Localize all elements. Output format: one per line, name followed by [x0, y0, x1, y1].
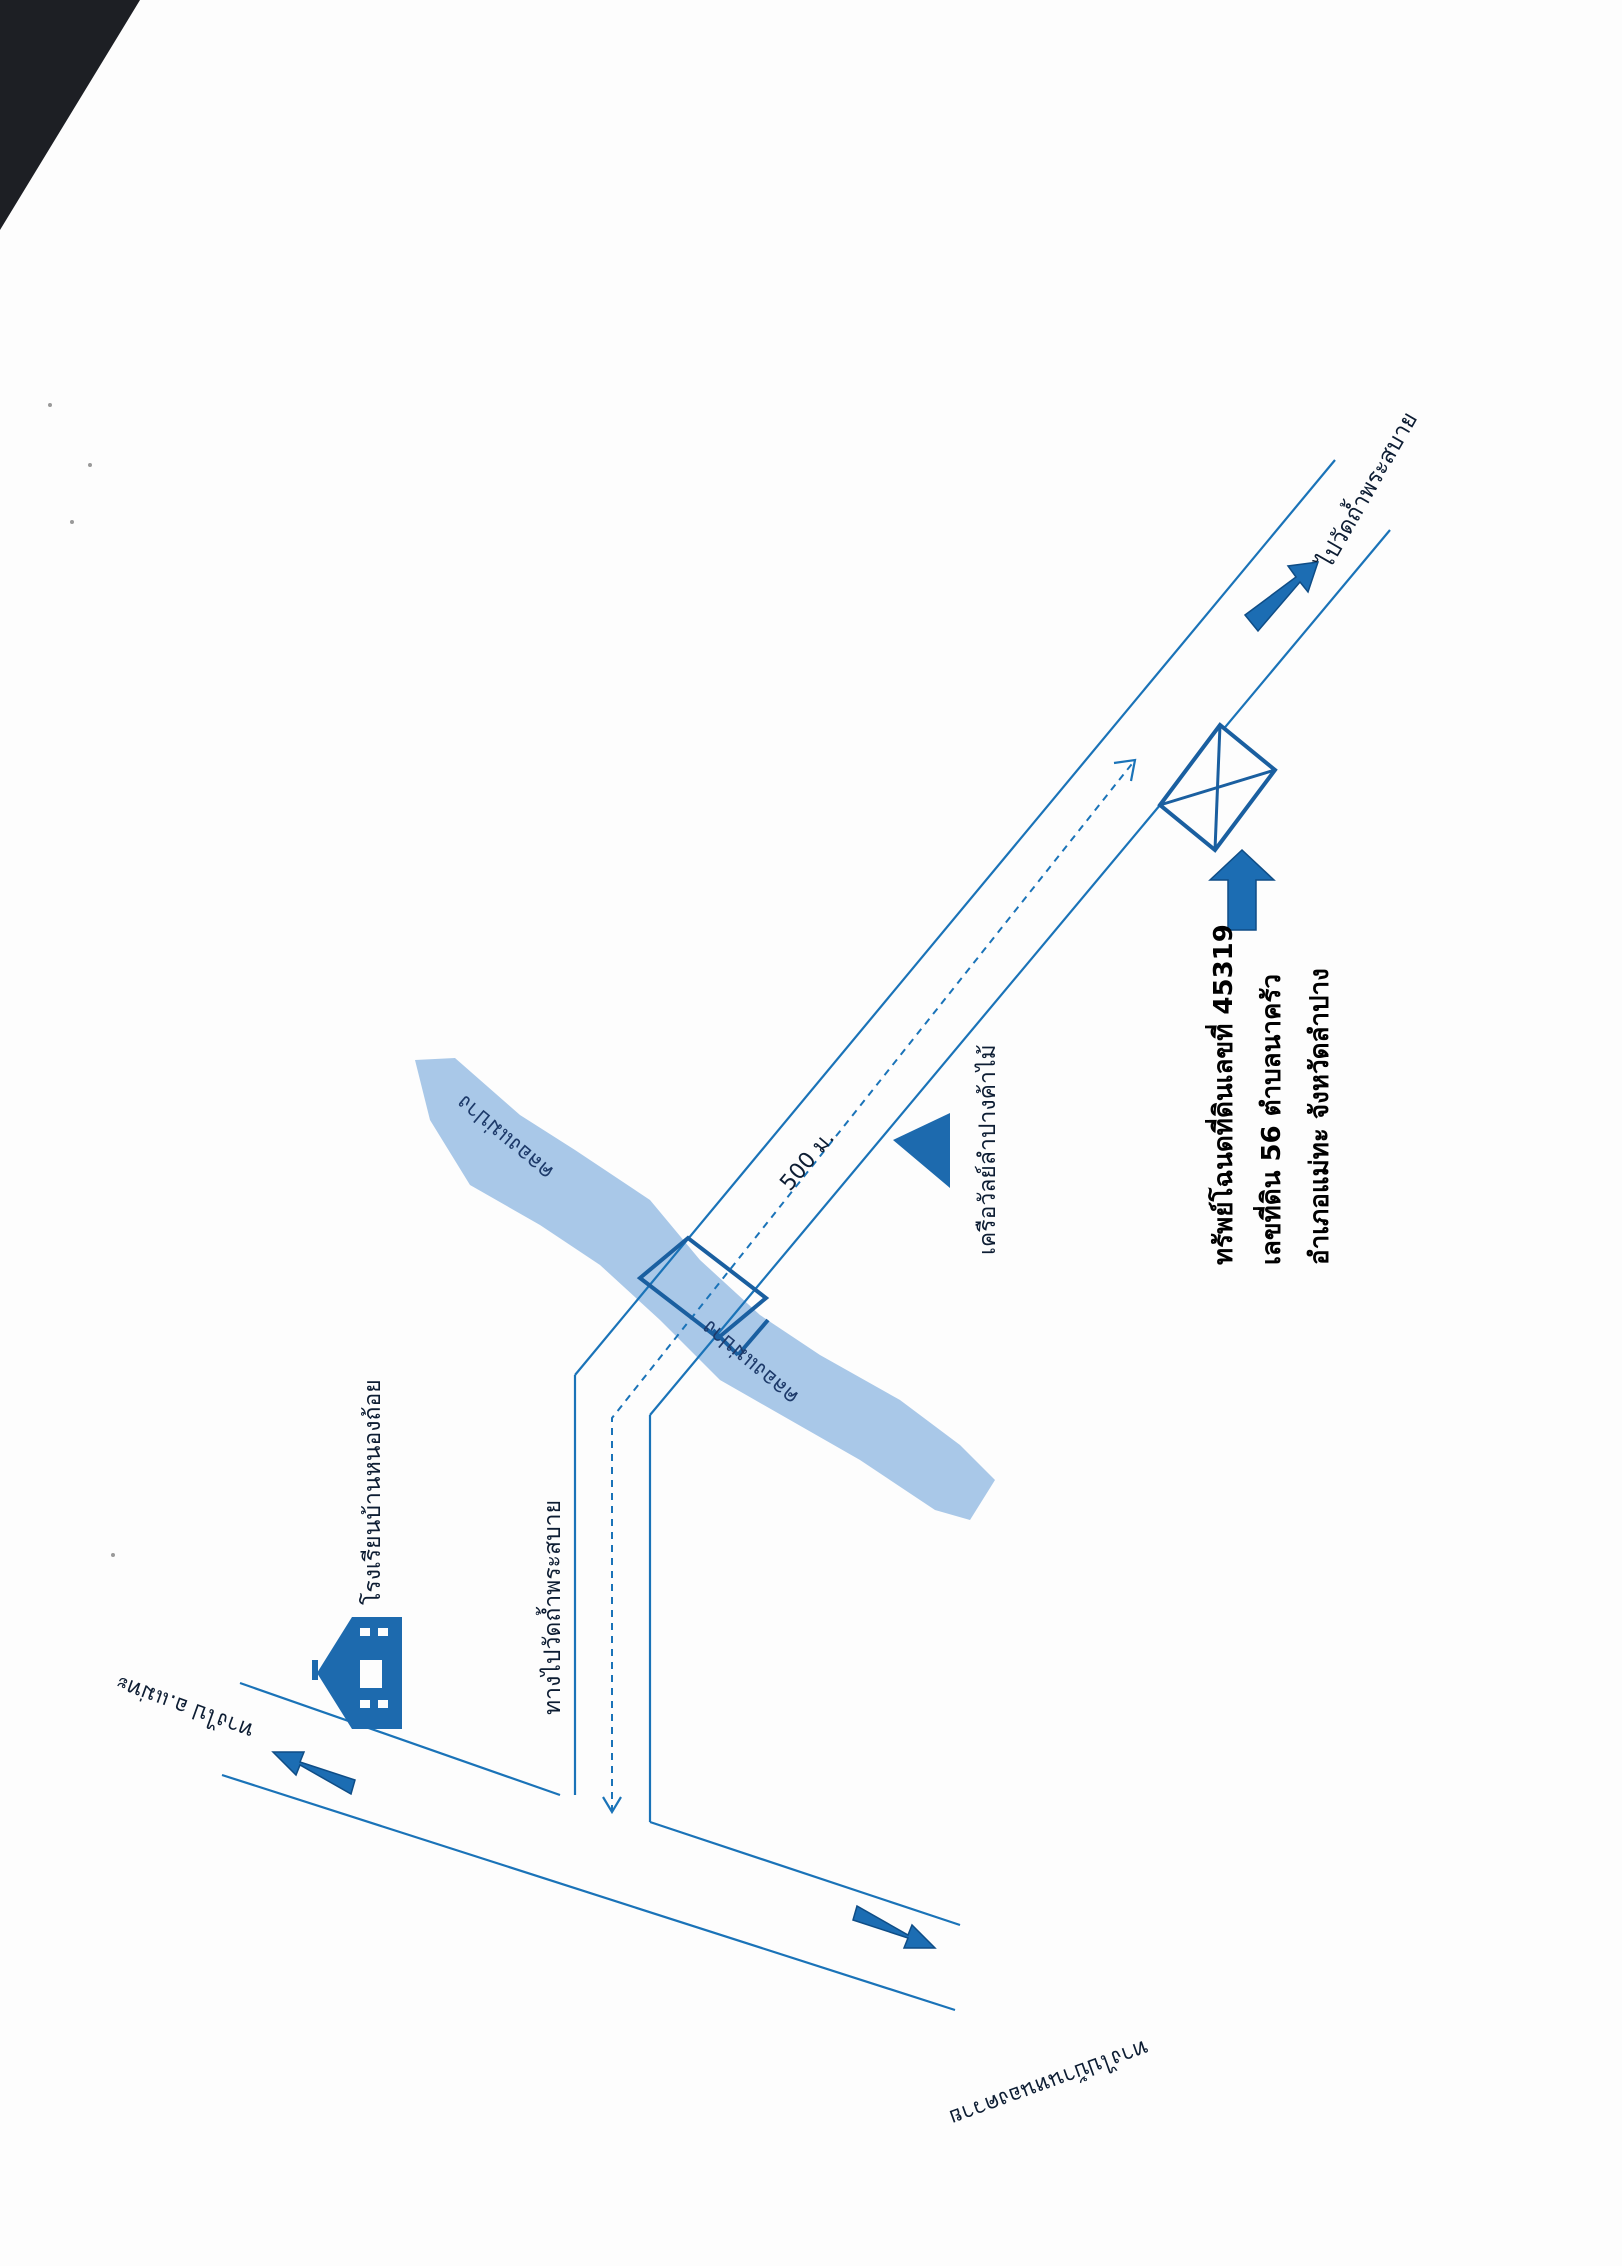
triangle-landmark-icon — [893, 1113, 950, 1188]
property-line-2: เลขที่ดิน 56 ตำบลนาครัว — [1252, 974, 1287, 1265]
to-wat-tham-side-label: ทางไปวัดถ้ำพระสบาย — [536, 1500, 566, 1715]
distance-label: 500 ม. — [775, 1126, 839, 1196]
canal-mae-pang — [415, 1058, 995, 1520]
school-building-icon — [312, 1617, 402, 1729]
to-mae-tha-label: ทางไป อ.แม่ทะ — [112, 1670, 257, 1744]
scan-corner — [0, 0, 140, 230]
road-main-upper — [574, 459, 1336, 1376]
property-box-icon — [1157, 722, 1278, 853]
road-main-lower — [649, 529, 1391, 1416]
road-cross-upper-left — [239, 1681, 561, 1797]
property-pointer-arrow — [1208, 848, 1276, 931]
school-label: โรงเรียนบ้านหนองถ้อย — [359, 1379, 386, 1605]
property-line-1: ทรัพย์โฉนดที่ดินเลขที่ 45319 — [1204, 924, 1239, 1265]
route-arrow-end-bottom — [602, 1796, 622, 1815]
route-arrow-end-top — [1113, 758, 1137, 782]
cooperative-label: เครือวัลย์ลำปางค้าไม้ — [974, 1044, 1001, 1255]
bridge-marker — [636, 1235, 770, 1357]
route-500m — [611, 759, 1136, 1812]
direction-arrow-icon-bottom — [852, 1904, 937, 1949]
direction-arrow-icon-top — [1243, 561, 1320, 633]
to-nong-khwai-label: ทางไปบ้านหนองควาย — [946, 2034, 1152, 2130]
direction-arrow-icon-left — [271, 1751, 356, 1796]
road-cross-lower — [221, 1773, 956, 2012]
to-wat-tham-top-label: ไปวัดถ้ำพระสบาย — [1308, 406, 1423, 575]
road-cross-upper-right — [649, 1820, 961, 1927]
property-line-3: อำเภอแม่ทะ จังหวัดลำปาง — [1305, 968, 1335, 1265]
